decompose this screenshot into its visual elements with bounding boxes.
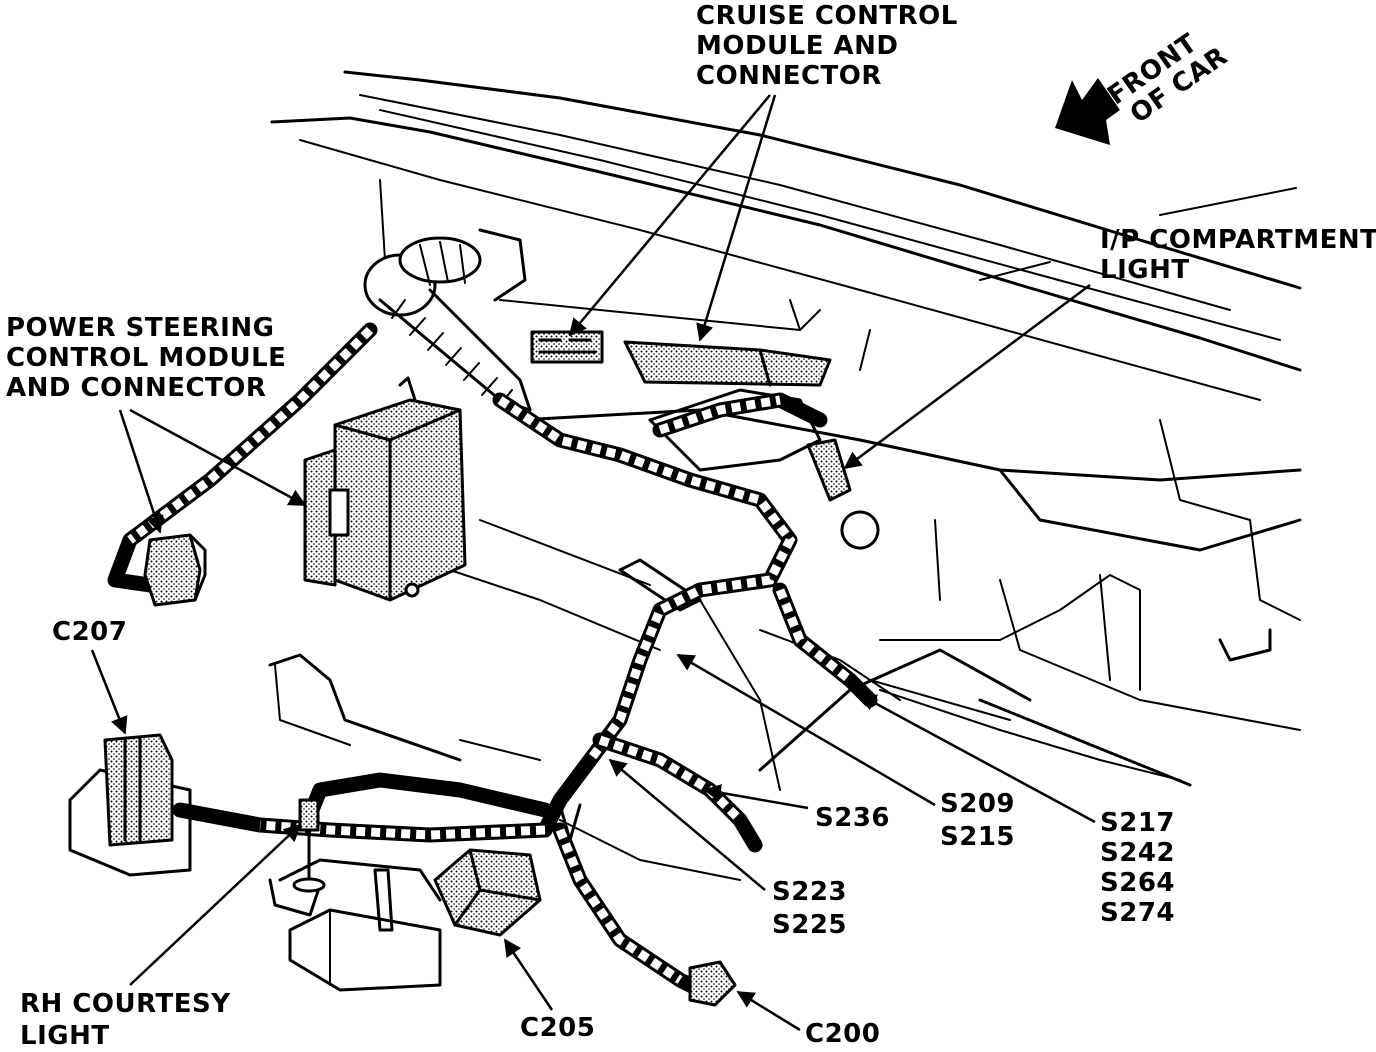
label-s236: S236 bbox=[815, 803, 890, 833]
c205-connector bbox=[433, 848, 542, 937]
label-rh-courtesy-light: RH COURTESY LIGHT bbox=[20, 989, 231, 1051]
label-line: AND CONNECTOR bbox=[6, 373, 266, 403]
label-ip-compartment-light: I/P COMPARTMENT LIGHT bbox=[1100, 225, 1376, 285]
label-line: S223 bbox=[772, 877, 847, 907]
label-line: LIGHT bbox=[1100, 255, 1190, 285]
label-cruise-control: CRUISE CONTROL MODULE AND CONNECTOR bbox=[696, 1, 958, 91]
label-line: S242 bbox=[1100, 838, 1175, 868]
dash-structure bbox=[68, 70, 1302, 992]
label-front-of-car: FRONT OF CAR bbox=[1102, 28, 1233, 129]
clip bbox=[558, 803, 582, 842]
label-line: S215 bbox=[940, 822, 1015, 852]
label-power-steering: POWER STEERING CONTROL MODULE AND CONNEC… bbox=[6, 313, 286, 403]
label-line: I/P COMPARTMENT bbox=[1100, 225, 1376, 255]
c207-connector bbox=[103, 733, 174, 847]
wire-harness bbox=[107, 228, 878, 998]
label-s223-s225: S223 S225 bbox=[772, 877, 847, 940]
label-line: RH COURTESY bbox=[20, 989, 231, 1019]
label-c207: C207 bbox=[52, 617, 127, 647]
rh-courtesy-light bbox=[292, 798, 326, 893]
mounting-post bbox=[373, 868, 394, 932]
ip-compartment-light bbox=[806, 438, 880, 550]
label-line: MODULE AND bbox=[696, 31, 899, 61]
label-line: CONTROL MODULE bbox=[6, 343, 286, 373]
power-steering-module bbox=[303, 376, 467, 602]
label-line: CONNECTOR bbox=[696, 61, 882, 91]
label-line: S209 bbox=[940, 789, 1015, 819]
label-s209-s215: S209 S215 bbox=[940, 789, 1015, 852]
corrugated-loom bbox=[363, 228, 532, 412]
label-line: S225 bbox=[772, 910, 847, 940]
label-s217-group: S217 S242 S264 S274 bbox=[1100, 808, 1175, 928]
power-steering-connector bbox=[143, 533, 207, 607]
c200-connector bbox=[688, 960, 737, 1007]
label-line: CRUISE CONTROL bbox=[696, 1, 958, 31]
leader-lines bbox=[90, 94, 1096, 1032]
cruise-control-connector bbox=[530, 330, 604, 364]
label-line: LIGHT bbox=[20, 1021, 110, 1051]
label-line: S264 bbox=[1100, 868, 1175, 898]
label-line: S274 bbox=[1100, 898, 1175, 928]
label-line: POWER STEERING bbox=[6, 313, 274, 343]
label-line: S217 bbox=[1100, 808, 1175, 838]
front-of-car-arrow bbox=[1055, 78, 1120, 145]
label-c200: C200 bbox=[805, 1019, 880, 1049]
cruise-control-module bbox=[623, 340, 832, 387]
label-c205: C205 bbox=[520, 1013, 595, 1043]
